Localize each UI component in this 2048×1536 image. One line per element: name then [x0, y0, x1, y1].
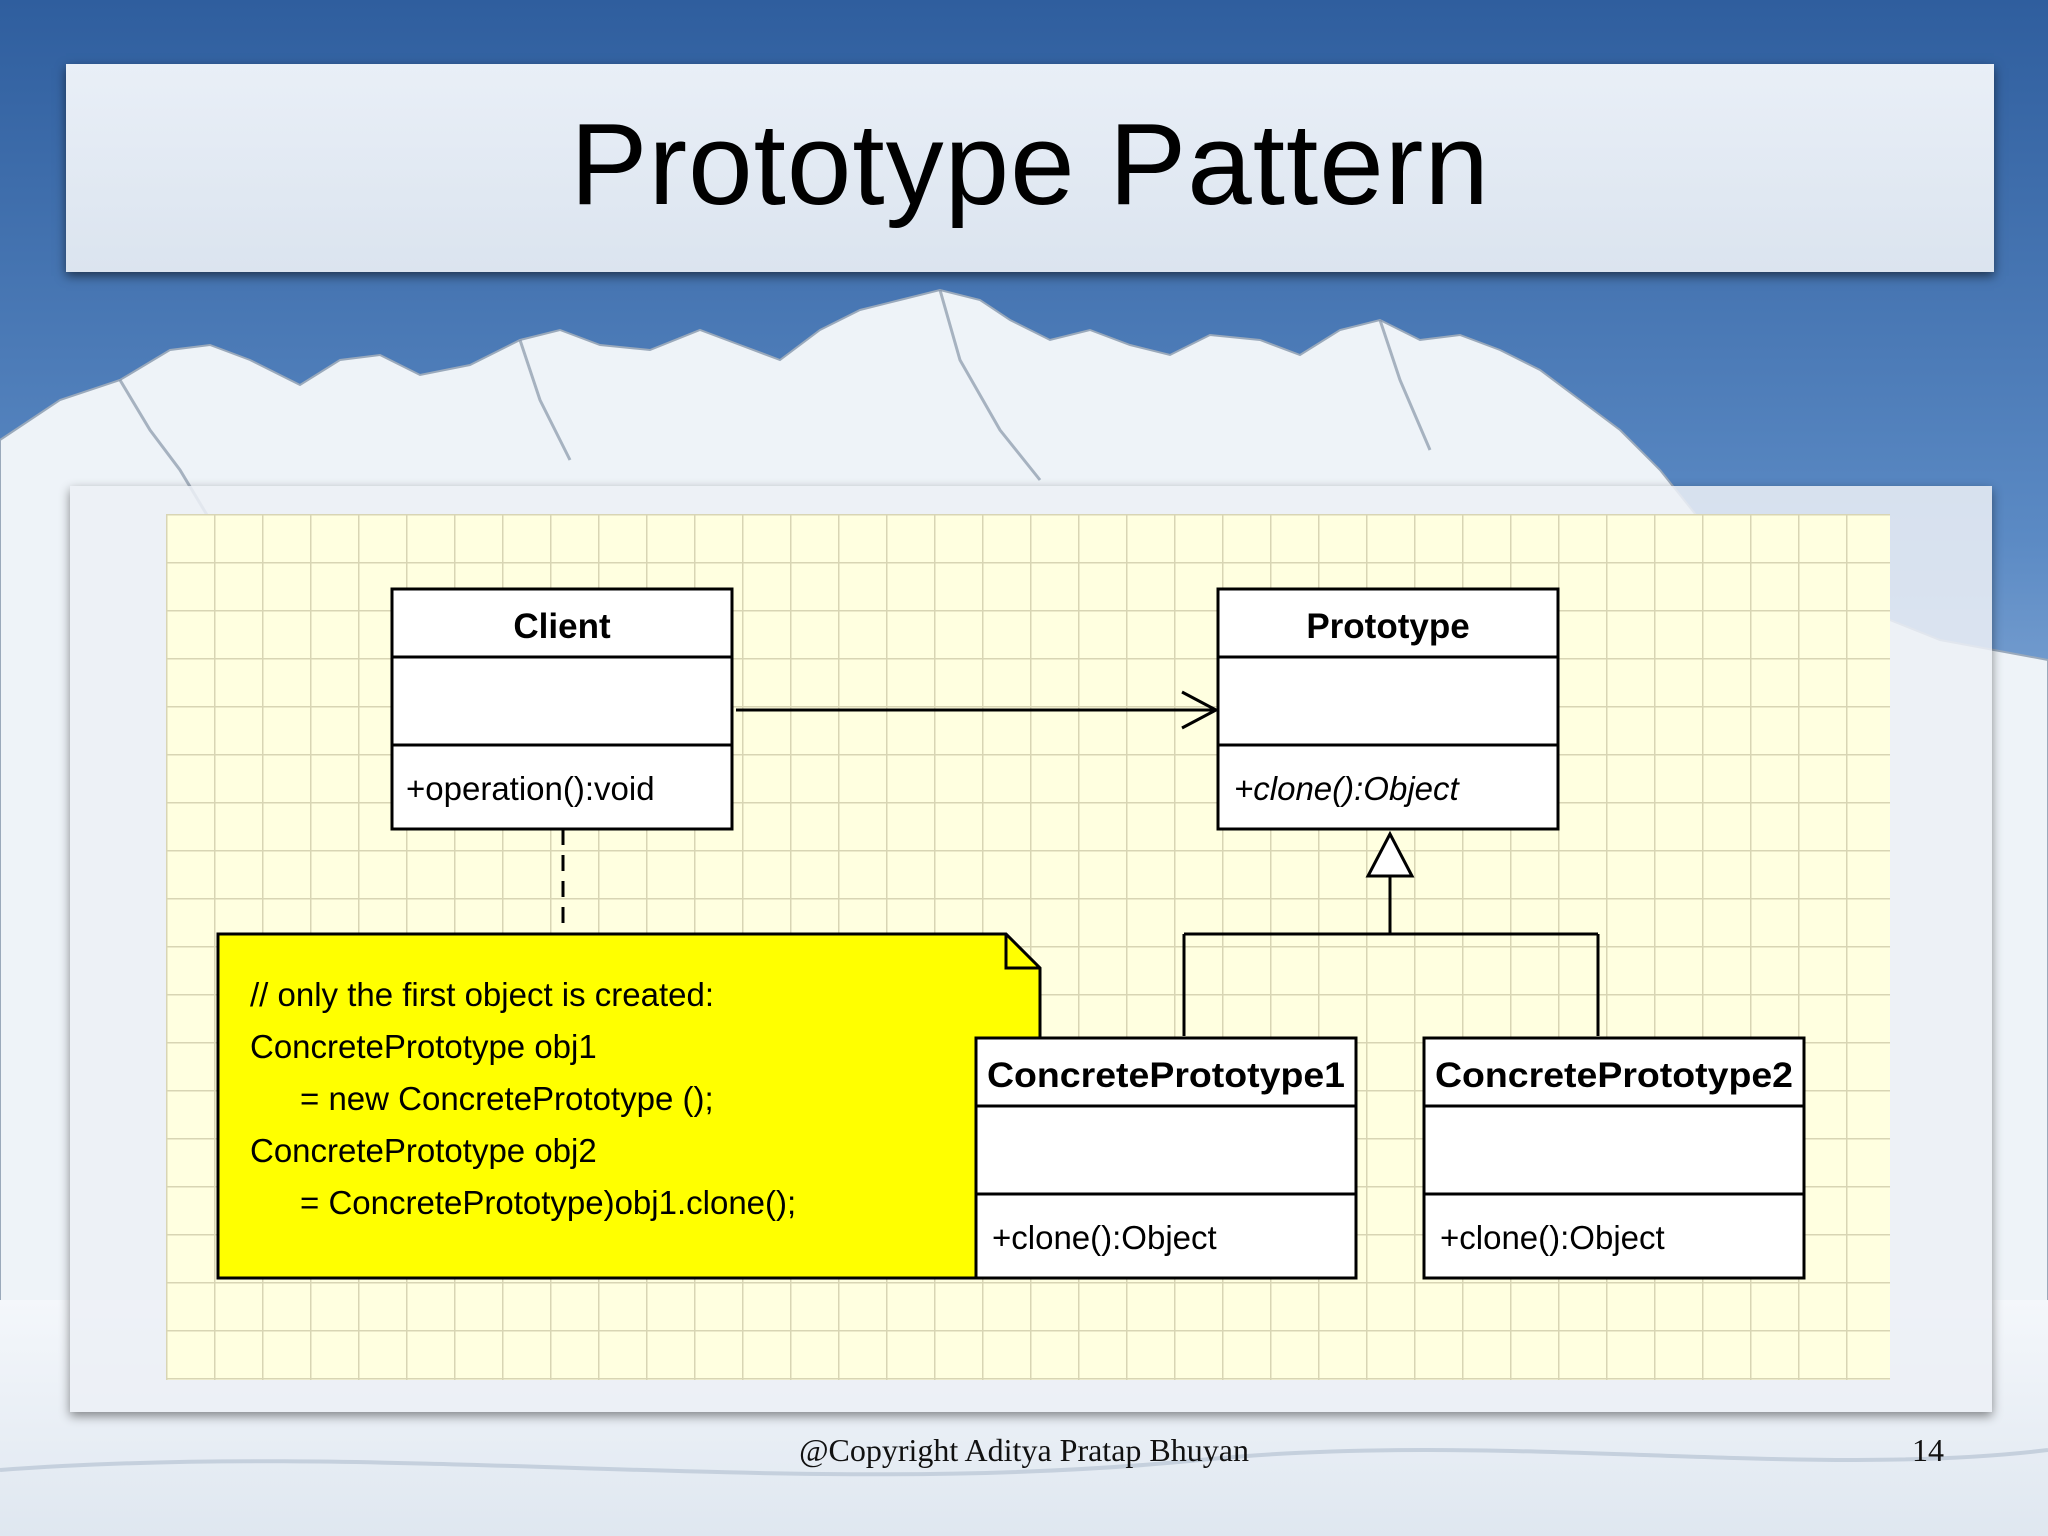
client-class-name: Client	[513, 607, 611, 646]
note-line-4: ConcretePrototype obj2	[250, 1132, 597, 1169]
concrete-prototype1-name: ConcretePrototype1	[987, 1056, 1345, 1095]
prototype-class-name: Prototype	[1306, 607, 1469, 646]
generalization-arrow	[1182, 830, 1600, 1036]
concrete-prototype2-operation: +clone():Object	[1440, 1219, 1665, 1256]
association-arrow	[736, 690, 1220, 730]
code-note: // only the first object is created: Con…	[216, 932, 1042, 1280]
note-line-2: ConcretePrototype obj1	[250, 1028, 597, 1065]
note-line-5: = ConcretePrototype)obj1.clone();	[300, 1184, 796, 1221]
concrete-prototype2-name: ConcretePrototype2	[1435, 1056, 1793, 1095]
uml-class-diagram: Client +operation():void Prototype +clon…	[166, 514, 1890, 1380]
client-operation: +operation():void	[406, 770, 655, 807]
concrete-prototype1-class: ConcretePrototype1 +clone():Object	[974, 1036, 1358, 1280]
slide-title: Prototype Pattern	[570, 99, 1490, 229]
note-line-3: = new ConcretePrototype ();	[300, 1080, 714, 1117]
note-line-1: // only the first object is created:	[250, 976, 714, 1013]
client-class: Client +operation():void	[390, 587, 734, 831]
concrete-prototype1-operation: +clone():Object	[992, 1219, 1217, 1256]
prototype-operation: +clone():Object	[1234, 770, 1461, 807]
title-panel: Prototype Pattern	[66, 64, 1994, 272]
prototype-class: Prototype +clone():Object	[1216, 587, 1560, 831]
concrete-prototype2-class: ConcretePrototype2 +clone():Object	[1422, 1036, 1806, 1280]
page-number: 14	[1912, 1432, 1944, 1468]
footer-copyright: @Copyright Aditya Pratap Bhuyan	[799, 1432, 1249, 1468]
